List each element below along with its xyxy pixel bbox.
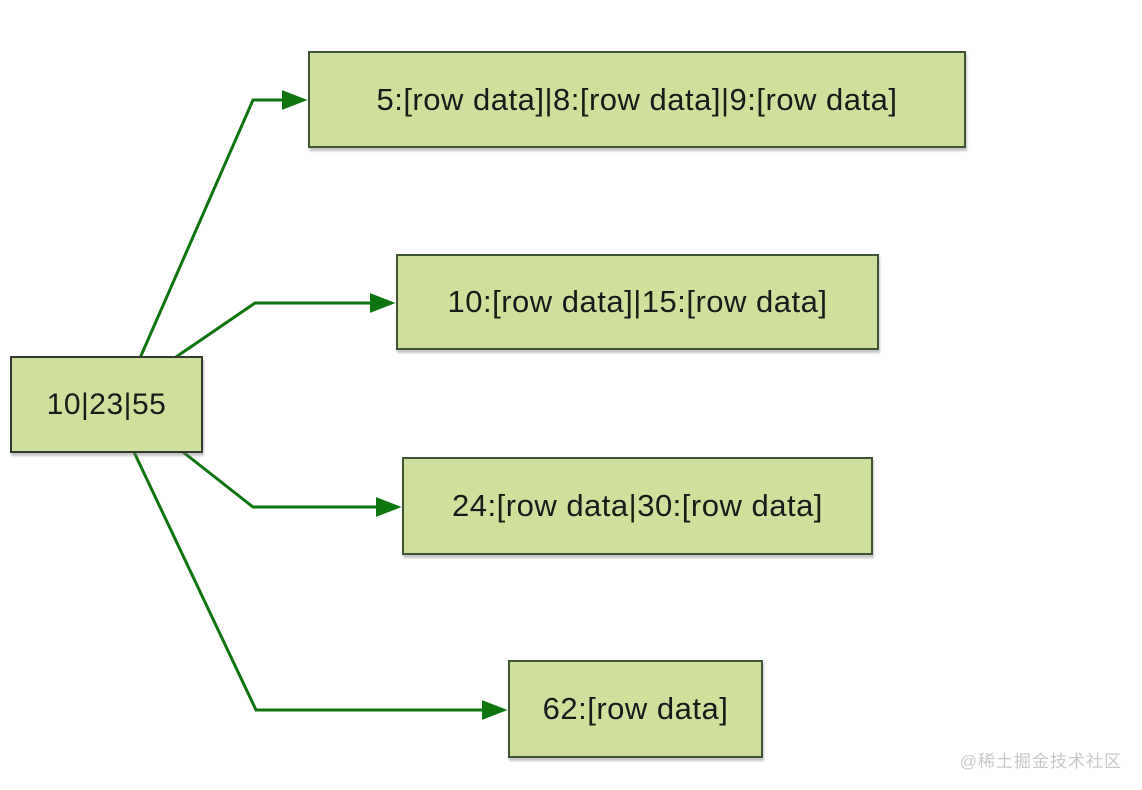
root-node-label: 10|23|55 [46, 387, 167, 421]
leaf-node-3-label: 24:[row data|30:[row data] [452, 488, 823, 523]
leaf-node-3: 24:[row data|30:[row data] [402, 457, 873, 555]
leaf-node-2: 10:[row data]|15:[row data] [396, 254, 879, 350]
edge-root-to-leaf-1 [138, 90, 308, 359]
leaf-node-4: 62:[row data] [508, 660, 763, 758]
leaf-node-2-label: 10:[row data]|15:[row data] [447, 284, 828, 319]
watermark-text: @稀土掘金技术社区 [959, 752, 1122, 771]
edge-root-to-leaf-3 [182, 450, 402, 517]
edge-root-to-leaf-2 [175, 293, 396, 359]
edge-root-to-leaf-4 [132, 451, 508, 720]
leaf-node-1-label: 5:[row data]|8:[row data]|9:[row data] [376, 81, 898, 117]
root-node: 10|23|55 [10, 356, 203, 453]
leaf-node-1: 5:[row data]|8:[row data]|9:[row data] [308, 51, 966, 148]
leaf-node-4-label: 62:[row data] [542, 691, 729, 726]
